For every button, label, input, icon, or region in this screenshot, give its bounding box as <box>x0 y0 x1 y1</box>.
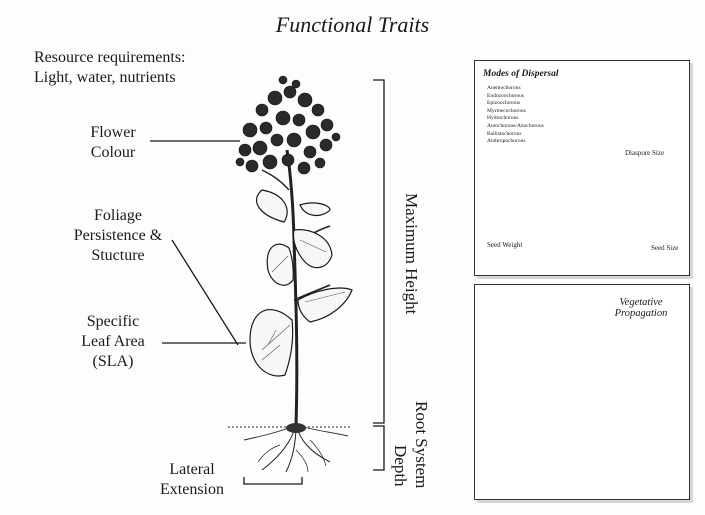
roots <box>228 425 352 472</box>
dispersal-mode-item: Epizoochorous <box>487 100 544 108</box>
root-crown <box>286 423 306 433</box>
plant-stem <box>262 150 330 425</box>
dispersal-mode-item: Hydrochorous <box>487 115 544 123</box>
plant-leaves <box>250 190 352 376</box>
leaf-sla <box>250 310 293 376</box>
leaf-upper-right <box>300 203 330 216</box>
dispersal-panel: Modes of Dispersal Anemochorous Endozooc… <box>474 60 690 276</box>
lateral-bracket <box>244 477 302 484</box>
dispersal-mode-item: Anthropochorous <box>487 138 544 146</box>
dispersal-mode-item: Myrmecochorous <box>487 108 544 116</box>
foliage-leader-line <box>172 240 238 345</box>
vegetative-panel: Vegetative Propagation <box>474 284 690 500</box>
root-depth-bracket <box>373 426 384 470</box>
flower-cluster <box>236 76 340 174</box>
dispersal-mode-item: Autochorous/Anochorous <box>487 123 544 131</box>
seed-size-label: Seed Size <box>651 244 678 252</box>
height-bracket <box>373 80 384 423</box>
leaf-lower-right <box>298 288 352 322</box>
seed-weight-label: Seed Weight <box>487 241 522 249</box>
dispersal-mode-list: Anemochorous Endozoochorous Epizoochorou… <box>487 85 544 146</box>
diaspore-size-label: Diaspore Size <box>625 149 664 157</box>
leaf-mid-right <box>293 230 332 268</box>
dispersal-mode-item: Endozoochorous <box>487 93 544 101</box>
dispersal-panel-title: Modes of Dispersal <box>483 69 558 79</box>
dispersal-mode-item: Ballistochorous <box>487 131 544 139</box>
leaf-upper-left <box>257 190 288 222</box>
vegetative-title: Vegetative Propagation <box>601 297 681 319</box>
dispersal-mode-item: Anemochorous <box>487 85 544 93</box>
vegetative-title-line-2: Propagation <box>601 308 681 319</box>
vegetative-title-line-1: Vegetative <box>601 297 681 308</box>
leaf-mid-left <box>267 244 293 285</box>
